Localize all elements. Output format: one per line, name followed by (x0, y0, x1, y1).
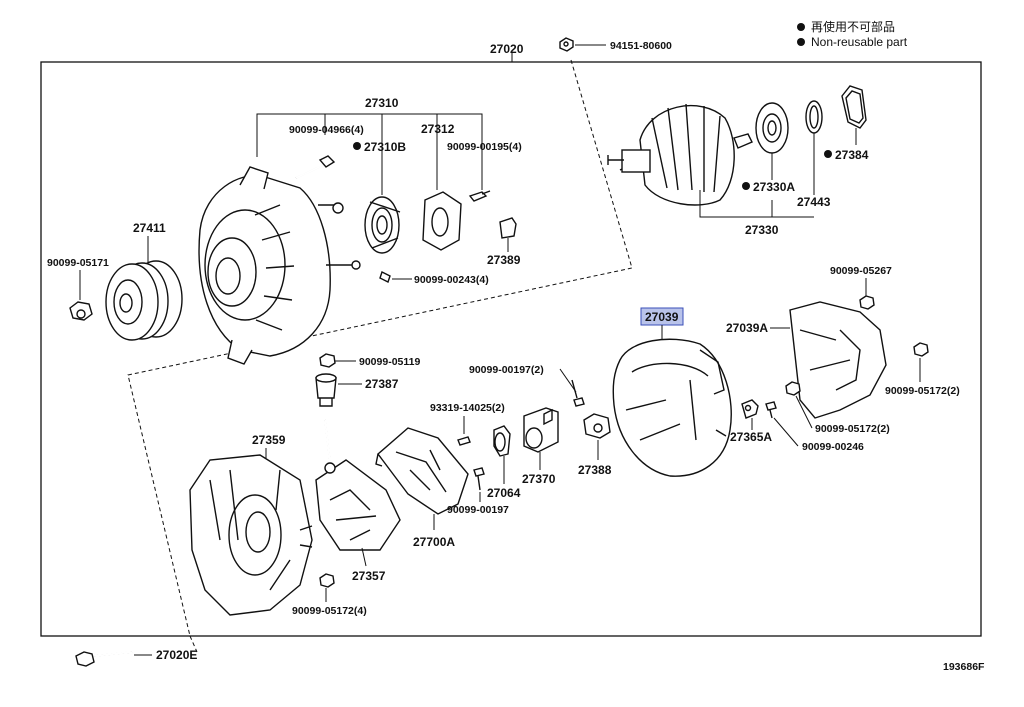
legend-jp: 再使用不可部品 (811, 19, 895, 34)
non-reusable-dot-icon (797, 38, 805, 46)
part-label[interactable]: 90099-00243(4) (414, 274, 489, 286)
insulator-27387[interactable] (315, 373, 337, 407)
part-label[interactable]: 93319-14025(2) (430, 402, 505, 414)
part-label[interactable]: 27389 (487, 253, 521, 267)
part-label[interactable]: 90099-05172(2) (815, 423, 890, 435)
part-label[interactable]: 90099-00197 (447, 504, 509, 516)
part-label[interactable]: 90099-05119 (359, 356, 420, 368)
non-reusable-dot-icon (353, 142, 361, 150)
end-cover-27039A[interactable] (789, 301, 887, 419)
part-label[interactable]: 27365A (730, 430, 772, 444)
part-label[interactable]: 27359 (252, 433, 286, 447)
brush-holder-27370[interactable] (523, 407, 559, 453)
nut-94151[interactable] (559, 37, 574, 52)
part-label[interactable]: 90099-00246 (802, 441, 864, 453)
nut-90099-05171[interactable] (69, 301, 93, 321)
stud-bolt-90099-04966[interactable] (295, 155, 336, 179)
seal-27064[interactable] (493, 425, 511, 457)
part-label[interactable]: 27330A (753, 180, 795, 194)
part-label[interactable]: 27357 (352, 569, 386, 583)
nut-90099-05119[interactable] (319, 353, 336, 368)
cover-27384[interactable] (841, 85, 867, 129)
part-label[interactable]: 94151-80600 (610, 40, 672, 52)
screw-90099-00195[interactable] (468, 190, 491, 202)
bearing-27310B[interactable] (364, 196, 401, 254)
part-label[interactable]: 27039A (726, 321, 768, 335)
legend: 再使用不可部品 Non-reusable part (797, 19, 908, 49)
nut-90099-05267[interactable] (859, 295, 875, 310)
legend-en: Non-reusable part (811, 35, 908, 49)
pulley-27411[interactable] (105, 260, 183, 341)
subassembly-divider (127, 59, 633, 637)
cover-27389[interactable] (499, 217, 517, 239)
assembly-frame (40, 61, 982, 637)
rectifier-end-frame-27359[interactable] (189, 454, 313, 616)
part-label[interactable]: 90099-04966(4) (289, 124, 364, 136)
part-label[interactable]: 90099-05171 (47, 257, 109, 269)
part-label[interactable]: 90099-00195(4) (447, 141, 522, 153)
part-label[interactable]: 27064 (487, 486, 521, 500)
rear-end-cover-27039[interactable] (612, 338, 732, 477)
part-label[interactable]: 90099-05267 (830, 265, 892, 277)
part-label[interactable]: 27330 (745, 223, 779, 237)
insulator-27365A[interactable] (741, 399, 759, 419)
part-label[interactable]: 27443 (797, 195, 831, 209)
screw-90099-00243[interactable] (379, 271, 391, 283)
screw-90099-00197-pair[interactable] (571, 379, 585, 407)
part-label[interactable]: 90099-05172(2) (885, 385, 960, 397)
part-label[interactable]: 27370 (522, 472, 556, 486)
drive-end-frame-27310[interactable] (198, 166, 361, 365)
diagram-id: 193686F (943, 661, 985, 673)
nut-90099-05172-middle[interactable] (785, 381, 801, 396)
part-label[interactable]: 27384 (835, 148, 869, 162)
non-reusable-dot-icon (797, 23, 805, 31)
bearing-27330A[interactable] (755, 102, 789, 154)
rectifier-27357[interactable] (315, 419, 401, 551)
part-label[interactable]: 27020 (490, 42, 524, 56)
part-label[interactable]: 27387 (365, 377, 399, 391)
screw-90099-00197[interactable] (473, 467, 485, 491)
cap-27388[interactable] (583, 413, 611, 439)
part-label-highlighted[interactable]: 27039 (645, 310, 679, 324)
part-label[interactable]: 27411 (133, 221, 166, 235)
nut-90099-05172-lower[interactable] (319, 573, 335, 588)
ring-27443[interactable] (805, 100, 823, 134)
rotor-27330[interactable] (607, 103, 753, 206)
non-reusable-dot-icon (824, 150, 832, 158)
part-label[interactable]: 27388 (578, 463, 612, 477)
screw-93319-14025[interactable] (457, 436, 471, 446)
part-label[interactable]: 27310 (365, 96, 399, 110)
retainer-plate-27312[interactable] (422, 191, 462, 251)
part-label[interactable]: 27700A (413, 535, 455, 549)
regulator-27700A[interactable] (375, 427, 469, 515)
nut-90099-05172-right[interactable] (913, 342, 929, 357)
part-label[interactable]: 27310B (364, 140, 406, 154)
part-label[interactable]: 27312 (421, 122, 455, 136)
non-reusable-dot-icon (742, 182, 750, 190)
bolt-90099-00246[interactable] (765, 401, 777, 419)
through-bolt-27020E[interactable] (75, 651, 133, 667)
part-label[interactable]: 90099-05172(4) (292, 605, 367, 617)
part-label[interactable]: 90099-00197(2) (469, 364, 544, 376)
part-label[interactable]: 27020E (156, 648, 197, 662)
